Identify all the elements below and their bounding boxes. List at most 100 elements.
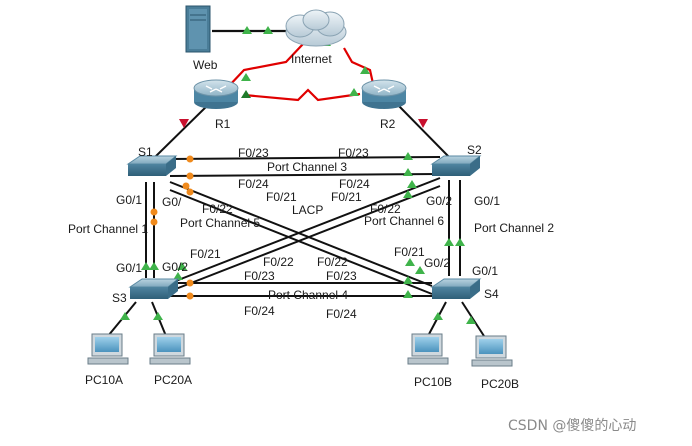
port-up-icon: [466, 316, 476, 324]
link-pc5-b[interactable]: [169, 189, 433, 295]
pc-pc10b[interactable]: [407, 333, 449, 365]
port-up-icon: [455, 238, 465, 246]
port-blocked-icon: [186, 155, 194, 163]
port-label: F0/22: [202, 202, 233, 216]
internet-cloud-icon[interactable]: [285, 9, 347, 47]
link-label-port-channel-5: Port Channel 5: [180, 216, 260, 230]
port-label: F0/21: [266, 190, 297, 204]
port-label: G0/1: [116, 193, 142, 207]
port-up-icon: [120, 312, 130, 320]
port-up-icon: [173, 272, 183, 280]
device-label-pc20b: PC20B: [481, 377, 519, 391]
port-up-icon: [349, 88, 359, 96]
port-up-icon: [403, 152, 413, 160]
switch-s1[interactable]: [126, 155, 178, 176]
link-internet-r1[interactable]: [227, 43, 304, 88]
web-server[interactable]: [185, 5, 211, 53]
port-blocked-icon: [186, 172, 194, 180]
port-blocked-icon: [186, 292, 194, 300]
port-up-icon: [360, 66, 370, 74]
link-label-port-channel-2: Port Channel 2: [474, 221, 554, 235]
port-label: F0/22: [370, 202, 401, 216]
labels-layer: F0/23 F0/23 Port Channel 3 F0/24 F0/24 F…: [68, 146, 554, 321]
port-label: F0/22: [317, 255, 348, 269]
port-label: F0/23: [326, 269, 357, 283]
port-up-icon: [407, 180, 417, 188]
port-blocked-icon: [186, 279, 194, 287]
link-label-port-channel-6: Port Channel 6: [364, 214, 444, 228]
device-label-r2: R2: [380, 117, 396, 131]
port-blocked-icon: [182, 182, 190, 190]
port-blocked-icon: [150, 218, 158, 226]
port-label: F0/24: [326, 307, 357, 321]
link-label-port-channel-4: Port Channel 4: [268, 288, 348, 302]
switch-s3[interactable]: [128, 278, 180, 299]
port-label: G0/2: [162, 260, 188, 274]
link-label-lacp: LACP: [292, 203, 323, 217]
watermark-text: CSDN @傻傻的心动: [508, 418, 636, 434]
router-r1[interactable]: [193, 79, 239, 109]
port-label: F0/23: [244, 269, 275, 283]
port-up-icon: [263, 26, 273, 34]
port-label: F0/23: [338, 146, 369, 160]
port-label: F0/24: [238, 177, 269, 191]
link-label-port-channel-1: Port Channel 1: [68, 222, 148, 236]
port-label: F0/21: [331, 190, 362, 204]
port-up-icon: [444, 238, 454, 246]
link-r1-s1[interactable]: [153, 102, 211, 159]
port-label: F0/22: [263, 255, 294, 269]
link-r2-s2[interactable]: [395, 102, 451, 159]
switch-s2[interactable]: [430, 155, 482, 176]
port-up-icon: [177, 262, 187, 270]
port-up-icon: [141, 262, 151, 270]
device-label-web: Web: [193, 58, 218, 72]
link-pc3-b[interactable]: [169, 173, 441, 177]
port-label: G0/2: [424, 256, 450, 270]
port-label: F0/24: [339, 177, 370, 191]
link-pc3-a[interactable]: [169, 156, 441, 160]
port-label: G0/1: [472, 264, 498, 278]
port-down-icon: [179, 119, 189, 128]
link-pc6-a[interactable]: [167, 177, 441, 285]
port-label: G0/: [162, 195, 182, 209]
pc-pc10a[interactable]: [87, 333, 129, 365]
port-label: F0/24: [244, 304, 275, 318]
link-r1-r2[interactable]: [243, 88, 361, 102]
port-up-icon: [433, 312, 443, 320]
port-label: F0/21: [394, 245, 425, 259]
port-up-icon: [403, 190, 413, 198]
port-up-icon: [405, 258, 415, 266]
device-label-s1: S1: [138, 145, 153, 159]
device-label-pc10b: PC10B: [414, 375, 452, 389]
pc-pc20a[interactable]: [149, 333, 191, 365]
port-up-icon: [149, 262, 159, 270]
device-label-s4: S4: [484, 287, 499, 301]
port-blocked-icon: [186, 188, 194, 196]
port-label: G0/2: [426, 194, 452, 208]
link-s4-pc20b[interactable]: [461, 301, 485, 337]
port-blocked-icon: [150, 208, 158, 216]
router-r2[interactable]: [361, 79, 407, 109]
switch-s4[interactable]: [430, 278, 482, 299]
port-up-icon: [241, 73, 251, 81]
device-label-pc10a: PC10A: [85, 373, 123, 387]
pc-pc20b[interactable]: [471, 335, 513, 367]
device-label-internet: Internet: [291, 52, 332, 66]
port-up-icon: [403, 290, 413, 298]
device-label-s2: S2: [467, 143, 482, 157]
device-label-s3: S3: [112, 291, 127, 305]
port-up-icon: [403, 168, 413, 176]
link-pc6-b[interactable]: [167, 185, 441, 293]
port-label: G0/1: [116, 261, 142, 275]
port-label: F0/21: [190, 247, 221, 261]
links-layer: [107, 29, 485, 337]
port-up-icon: [241, 90, 251, 98]
port-up-icon: [403, 276, 413, 284]
link-internet-r2[interactable]: [343, 47, 376, 89]
device-label-r1: R1: [215, 117, 231, 131]
port-up-icon: [415, 266, 425, 274]
link-pc5-a[interactable]: [169, 181, 433, 287]
device-label-pc20a: PC20A: [154, 373, 192, 387]
